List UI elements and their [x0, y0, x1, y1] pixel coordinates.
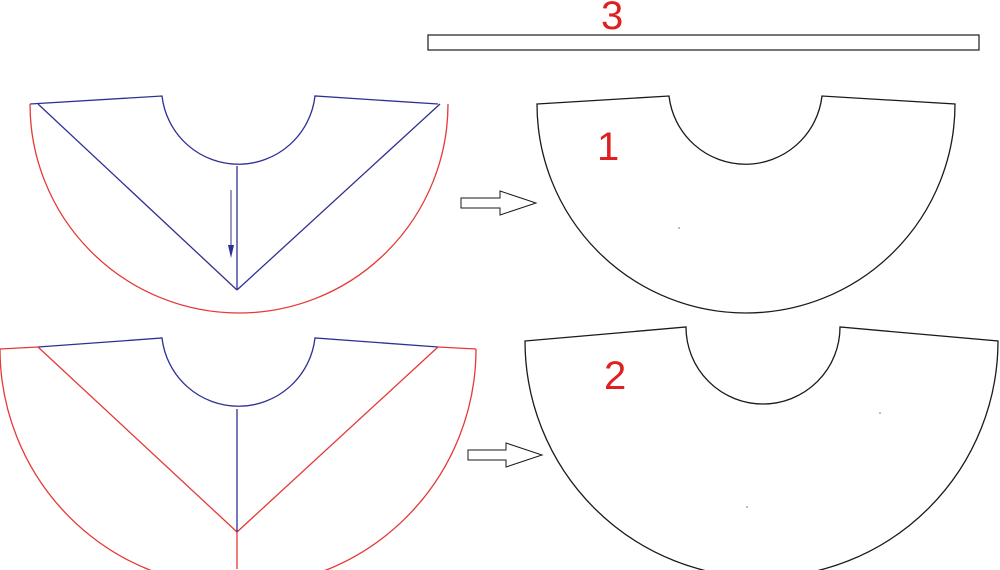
waist-edge-bottom-red-right — [437, 346, 477, 350]
direction-arrow-head — [228, 245, 234, 258]
slash-line-left — [37, 103, 238, 291]
piece-2-outline — [524, 326, 999, 570]
waistband-strip — [427, 34, 980, 51]
slash-line-right — [236, 103, 441, 291]
slash-line-right-red — [236, 346, 439, 533]
skirt-pattern-bottom-left — [0, 337, 477, 570]
skirt-pattern-top-left — [29, 95, 449, 314]
transform-arrow-top — [460, 190, 538, 216]
waist-edge-bottom-blue — [37, 337, 439, 407]
piece-label-1: 1 — [597, 125, 620, 169]
hem-arc-bottom — [0, 348, 477, 570]
piece-label-3: 3 — [601, 0, 624, 38]
waist-edge-bottom-red-left — [0, 346, 39, 350]
waist-edge-top — [29, 95, 439, 165]
piece-label-2: 2 — [604, 354, 627, 398]
skirt-pattern-result-2 — [524, 326, 999, 570]
transform-arrow-bottom — [467, 442, 544, 468]
hem-arc-top — [29, 103, 449, 314]
skirt-pattern-result-1 — [536, 95, 956, 314]
slash-line-left-red — [37, 346, 238, 533]
piece-1-outline — [536, 95, 956, 314]
